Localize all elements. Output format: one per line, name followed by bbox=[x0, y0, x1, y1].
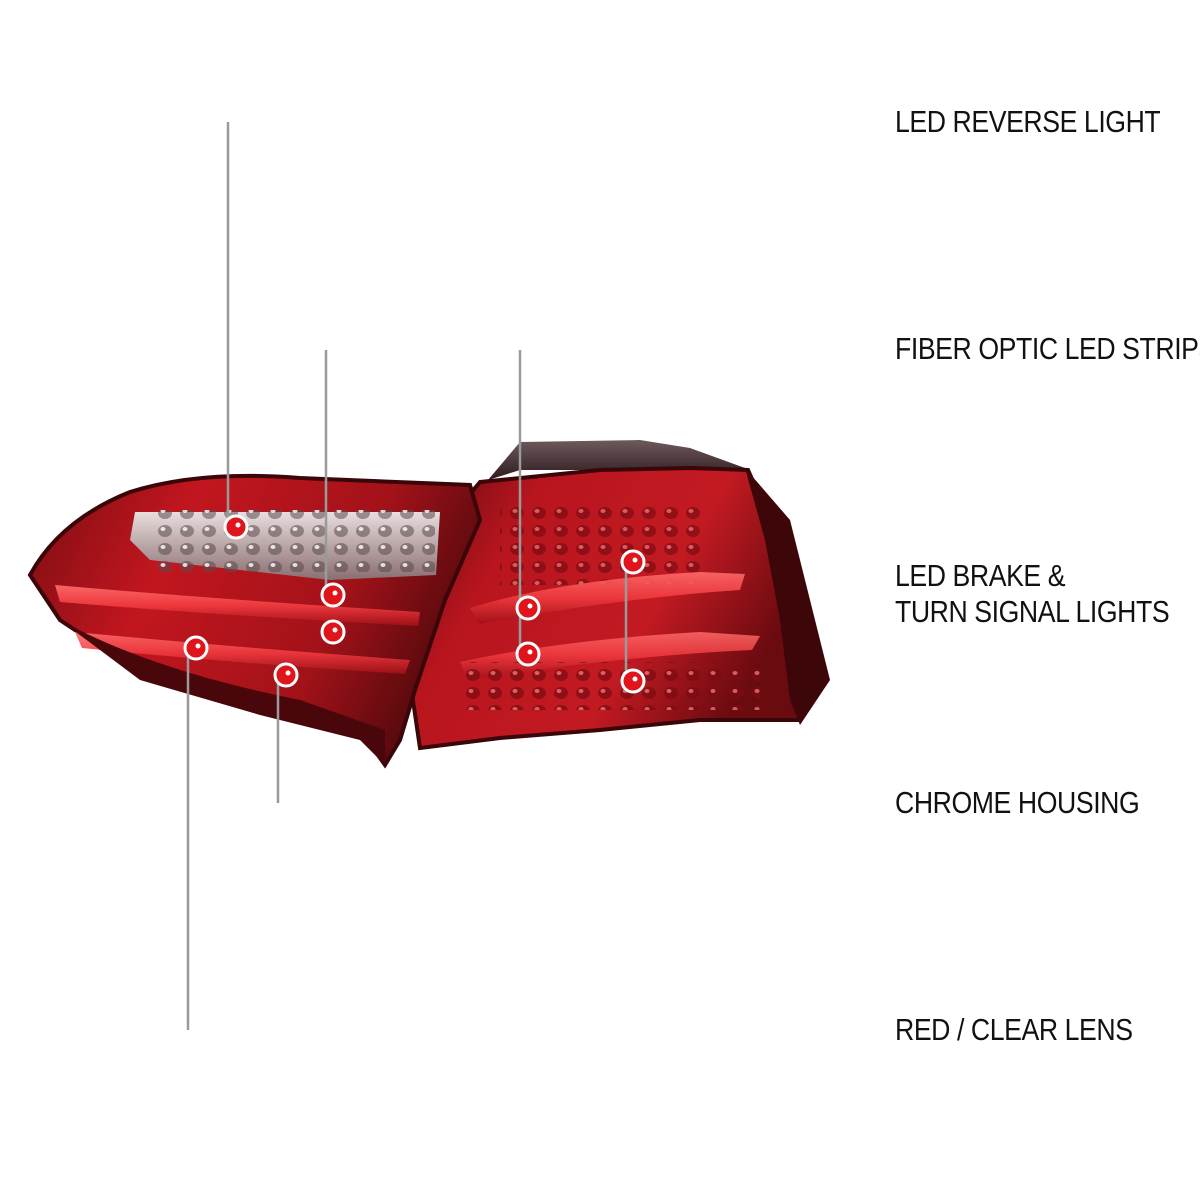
inner-dark-edge bbox=[745, 468, 830, 725]
inner-led-cluster-top bbox=[500, 505, 700, 585]
chrome-marker bbox=[273, 662, 299, 688]
label-chrome-housing-line-1: CHROME HOUSING bbox=[895, 785, 1140, 820]
fiber-marker-inner-1 bbox=[515, 595, 541, 621]
outer-lower-shadow bbox=[60, 620, 385, 765]
label-led-brake-line-2: TURN SIGNAL LIGHTS bbox=[895, 594, 1170, 629]
outer-fiber-strip-1 bbox=[55, 585, 420, 626]
reverse-marker bbox=[223, 514, 249, 540]
label-led-reverse-light-line-1: LED REVERSE LIGHT bbox=[895, 104, 1161, 139]
label-chrome-housing: CHROME HOUSING bbox=[895, 785, 1140, 821]
brake-marker-top bbox=[620, 549, 646, 575]
leader-reverse bbox=[226, 122, 232, 529]
callout-markers bbox=[183, 514, 646, 694]
inner-tail-light bbox=[407, 440, 830, 751]
label-fiber-optic-led-strips-line-1: FIBER OPTIC LED STRIPS bbox=[895, 331, 1200, 366]
label-led-reverse-light: LED REVERSE LIGHT bbox=[895, 104, 1161, 140]
lens-marker bbox=[183, 635, 209, 661]
outer-fiber-strip-2 bbox=[75, 632, 410, 674]
tail-light-pair-illustration bbox=[27, 440, 830, 769]
clear-led-cluster bbox=[150, 510, 435, 572]
brake-marker-bottom bbox=[620, 668, 646, 694]
fiber-marker-inner-2 bbox=[515, 641, 541, 667]
label-red-clear-lens: RED / CLEAR LENS bbox=[895, 1012, 1133, 1048]
label-fiber-optic-led-strips: FIBER OPTIC LED STRIPS bbox=[895, 331, 1200, 367]
label-led-brake-turn-signal: LED BRAKE & TURN SIGNAL LIGHTS bbox=[895, 558, 1170, 630]
outer-tail-light bbox=[27, 473, 483, 769]
fiber-marker-outer-1 bbox=[320, 582, 346, 608]
inner-led-cluster-bottom bbox=[460, 662, 760, 710]
label-red-clear-lens-line-1: RED / CLEAR LENS bbox=[895, 1012, 1133, 1047]
fiber-marker-outer-2 bbox=[320, 619, 346, 645]
label-led-brake-line-1: LED BRAKE & bbox=[895, 558, 1066, 593]
